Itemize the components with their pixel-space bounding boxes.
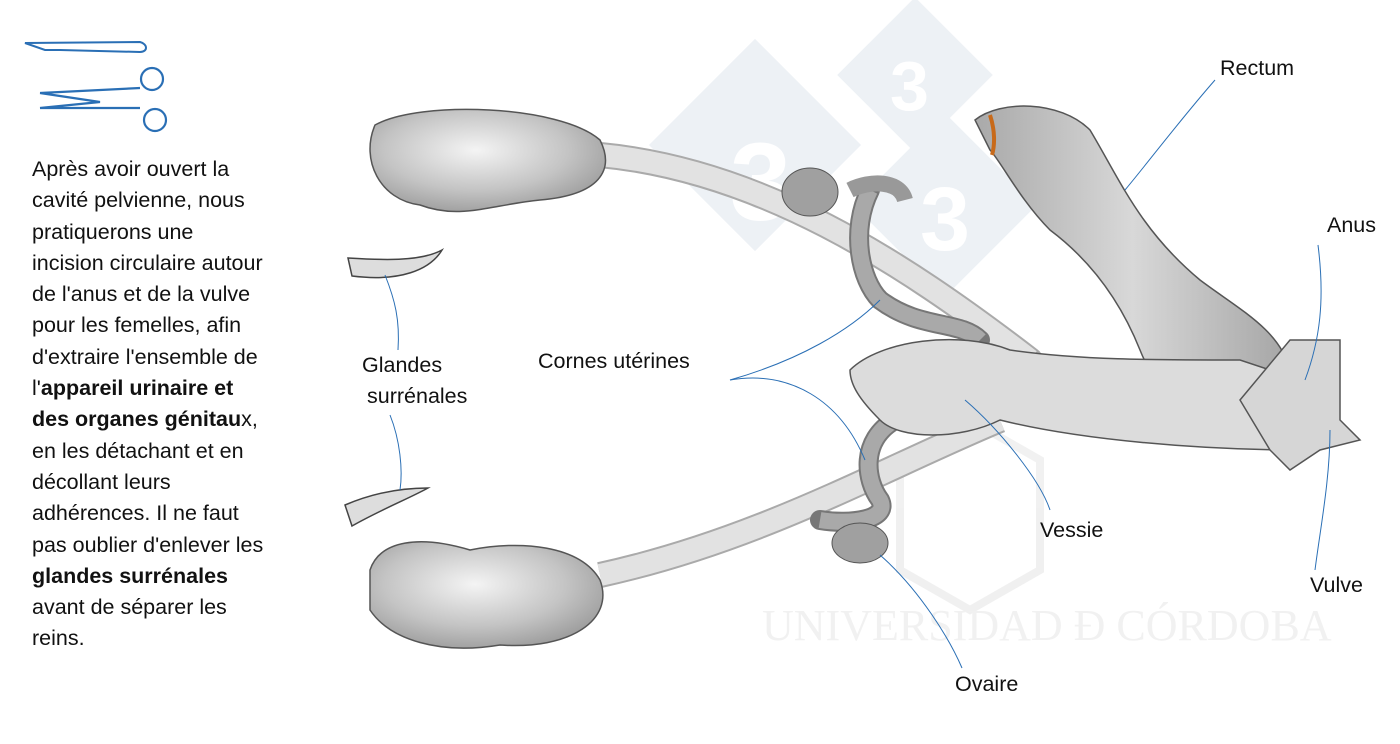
paragraph-line: pas oublier d'enlever les bbox=[32, 530, 263, 561]
paragraph-line: avant de séparer les bbox=[32, 592, 263, 623]
text-segment: x, bbox=[241, 407, 258, 432]
label-cornes-uterines: Cornes utérines bbox=[538, 349, 690, 373]
paragraph-line: de l'anus et de la vulve bbox=[32, 279, 263, 310]
adrenal-bottom bbox=[344, 487, 431, 528]
text-segment: pour les femelles, afin bbox=[32, 313, 242, 338]
scissors-icon bbox=[39, 66, 168, 133]
paragraph-line: reins. bbox=[32, 623, 263, 654]
adrenal-top bbox=[347, 248, 445, 279]
label-ovaire: Ovaire bbox=[955, 672, 1019, 696]
kidney-bottom bbox=[369, 541, 604, 649]
text-segment: l' bbox=[32, 376, 41, 401]
text-segment: Après avoir ouvert la bbox=[32, 157, 230, 181]
paragraph-line: des organes génitaux, bbox=[32, 404, 263, 435]
instruction-text: Après avoir ouvert la cavité pelvienne, n… bbox=[32, 154, 263, 655]
paragraph-line: incision circulaire autour bbox=[32, 248, 263, 279]
text-segment: pas oublier d'enlever les bbox=[32, 532, 264, 557]
uterine-horn-top bbox=[851, 186, 986, 347]
text-segment: cavité pelvienne, nous bbox=[32, 188, 245, 213]
text-segment: pratiquerons une bbox=[32, 219, 194, 244]
leader-lines bbox=[384, 79, 1331, 669]
ovary-top bbox=[781, 167, 839, 217]
text-segment: reins. bbox=[32, 626, 85, 651]
ureter-bottom bbox=[597, 409, 1005, 586]
text-segment: d'extraire l'ensemble de bbox=[32, 344, 258, 369]
label-anus: Anus bbox=[1327, 213, 1377, 237]
label-vulve: Vulve bbox=[1310, 573, 1363, 597]
bold-text: glandes surrénales bbox=[32, 563, 228, 588]
paragraph-line: en les détachant et en bbox=[32, 436, 263, 467]
label-glandes: Glandes bbox=[362, 353, 443, 377]
paragraph-line: cavité pelvienne, nous bbox=[32, 185, 263, 216]
label-vessie: Vessie bbox=[1040, 518, 1104, 542]
ovary-bottom bbox=[831, 522, 889, 564]
paragraph-line: glandes surrénales bbox=[32, 561, 263, 592]
scalpel-icon bbox=[24, 40, 147, 54]
watermark-logo: 3 3 3 UNIVERSIDAD Ð CÓRDOBA bbox=[648, 0, 1332, 650]
paragraph-line: Après avoir ouvert la bbox=[32, 154, 263, 185]
text-segment: en les détachant et en bbox=[32, 438, 244, 463]
text-segment: de l'anus et de la vulve bbox=[32, 282, 251, 307]
bold-text: appareil urinaire et bbox=[40, 376, 234, 401]
kidney-top bbox=[369, 108, 607, 213]
paragraph-line: l'appareil urinaire et bbox=[32, 373, 263, 404]
paragraph-line: pour les femelles, afin bbox=[32, 310, 263, 341]
paragraph-line: pratiquerons une bbox=[32, 217, 263, 248]
text-segment: adhérences. Il ne faut bbox=[32, 501, 239, 526]
label-rectum: Rectum bbox=[1220, 56, 1295, 80]
bold-text: des organes génitau bbox=[32, 407, 242, 432]
text-segment: décollant leurs bbox=[32, 469, 171, 494]
label-surrenales: surrénales bbox=[367, 384, 468, 408]
paragraph-line: d'extraire l'ensemble de bbox=[32, 342, 263, 373]
uterine-horn-bottom bbox=[818, 413, 900, 530]
bladder bbox=[849, 338, 1301, 451]
svg-text:3: 3 bbox=[920, 170, 970, 270]
paragraph-line: adhérences. Il ne faut bbox=[32, 498, 263, 529]
text-segment: avant de séparer les bbox=[32, 595, 227, 620]
ligature-icon bbox=[988, 114, 997, 156]
paragraph-line: décollant leurs bbox=[32, 467, 263, 498]
svg-text:3: 3 bbox=[890, 47, 929, 125]
watermark-text: UNIVERSIDAD Ð CÓRDOBA bbox=[762, 601, 1332, 650]
text-segment: incision circulaire autour bbox=[32, 250, 263, 275]
